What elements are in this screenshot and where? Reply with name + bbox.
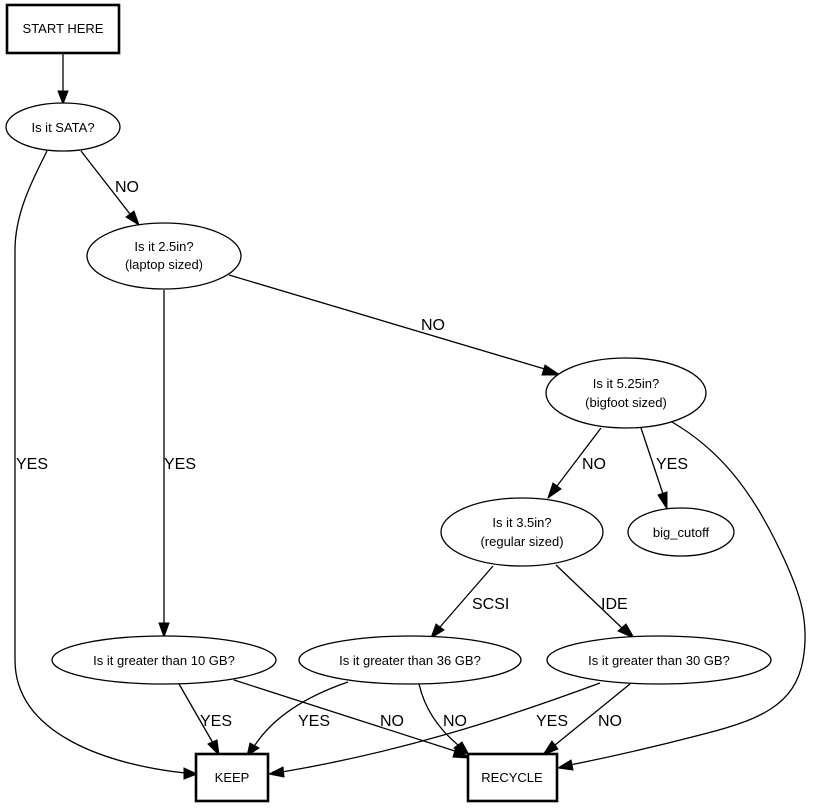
arrowhead xyxy=(541,740,559,757)
edge-gt30-to-recycle: NO xyxy=(541,683,631,757)
edge-label-regular-ide: IDE xyxy=(601,596,628,613)
edge-gt30-to-keep: YES xyxy=(267,682,601,778)
node-greater-than-30gb: Is it greater than 30 GB? xyxy=(546,635,772,685)
edge-laptop-to-bigfoot: NO xyxy=(228,274,562,376)
edge-gt36-to-keep: YES xyxy=(246,681,349,758)
node-greater-than-36gb: Is it greater than 36 GB? xyxy=(298,635,522,685)
edge-label-regular-scsi: SCSI xyxy=(472,596,509,613)
edge-label-gt10-no: NO xyxy=(380,713,404,730)
node-is-it-3-5in: Is it 3.5in? (regular sized) xyxy=(440,497,604,567)
node-is-it-sata: Is it SATA? xyxy=(5,102,121,152)
node-start-here: START HERE xyxy=(5,3,121,55)
edge-gt10-to-keep: YES xyxy=(178,683,232,757)
node-label-line2: (bigfoot sized) xyxy=(585,395,667,410)
arrowhead xyxy=(430,623,445,640)
node-label: Is it greater than 30 GB? xyxy=(588,653,730,668)
arrowhead xyxy=(267,766,285,778)
arrowhead xyxy=(617,623,636,640)
edge-label-gt10-yes: YES xyxy=(200,713,232,730)
node-label-line1: Is it 3.5in? xyxy=(492,515,551,530)
arrowhead xyxy=(556,759,574,771)
edge-label-gt36-no: NO xyxy=(443,713,467,730)
node-label: RECYCLE xyxy=(481,770,543,785)
edge-sata-to-keep: YES xyxy=(14,150,199,780)
node-label-line1: Is it 2.5in? xyxy=(134,239,193,254)
edge-label-gt30-yes: YES xyxy=(536,713,568,730)
edge-label-sata-yes: YES xyxy=(16,456,48,473)
edge-label-laptop-yes: YES xyxy=(164,456,196,473)
edge-start-to-sata xyxy=(57,53,69,106)
node-label-line1: Is it 5.25in? xyxy=(593,376,660,391)
arrowhead xyxy=(453,741,471,757)
node-label: Is it greater than 36 GB? xyxy=(339,653,481,668)
arrowhead xyxy=(158,622,170,639)
node-big-cutoff: big_cutoff xyxy=(627,507,735,557)
arrowhead xyxy=(125,210,140,227)
edge-label-laptop-no: NO xyxy=(421,317,445,334)
arrowhead xyxy=(541,364,562,376)
edge-label-bigfoot-yes: YES xyxy=(656,456,688,473)
edge-gt36-to-recycle: NO xyxy=(418,683,471,757)
edge-bigfoot-to-regular: NO xyxy=(547,427,606,500)
node-is-it-5-25in: Is it 5.25in? (bigfoot sized) xyxy=(545,357,707,429)
node-label: START HERE xyxy=(23,21,104,36)
arrowhead xyxy=(183,767,199,780)
edge-label-gt36-yes: YES xyxy=(298,713,330,730)
edge-label-bigfoot-no: NO xyxy=(582,456,606,473)
node-label: Is it SATA? xyxy=(31,120,94,135)
edge-label-gt30-no: NO xyxy=(598,713,622,730)
node-keep: KEEP xyxy=(194,752,270,803)
node-label: KEEP xyxy=(215,770,250,785)
edge-regular-to-gt30: IDE xyxy=(555,564,636,640)
arrowhead xyxy=(57,90,69,106)
edge-sata-to-laptop: NO xyxy=(80,150,140,227)
node-recycle: RECYCLE xyxy=(466,752,559,803)
node-greater-than-10gb: Is it greater than 10 GB? xyxy=(51,635,277,685)
arrowhead xyxy=(207,739,220,757)
edge-bigfoot-to-bigcutoff: YES xyxy=(640,427,688,511)
arrowhead xyxy=(547,482,562,500)
node-label: Is it greater than 10 GB? xyxy=(93,653,235,668)
edge-laptop-to-gt10: YES xyxy=(158,290,196,639)
node-label: big_cutoff xyxy=(653,525,710,540)
edge-label-sata-no: NO xyxy=(115,179,139,196)
edge-bigfoot-to-recycle xyxy=(556,421,806,771)
node-label-line2: (regular sized) xyxy=(480,534,563,549)
node-label-line2: (laptop sized) xyxy=(125,257,203,272)
arrowhead xyxy=(657,491,668,511)
node-is-it-2-5in: Is it 2.5in? (laptop sized) xyxy=(86,222,242,290)
edge-regular-to-gt36: SCSI xyxy=(430,565,509,640)
